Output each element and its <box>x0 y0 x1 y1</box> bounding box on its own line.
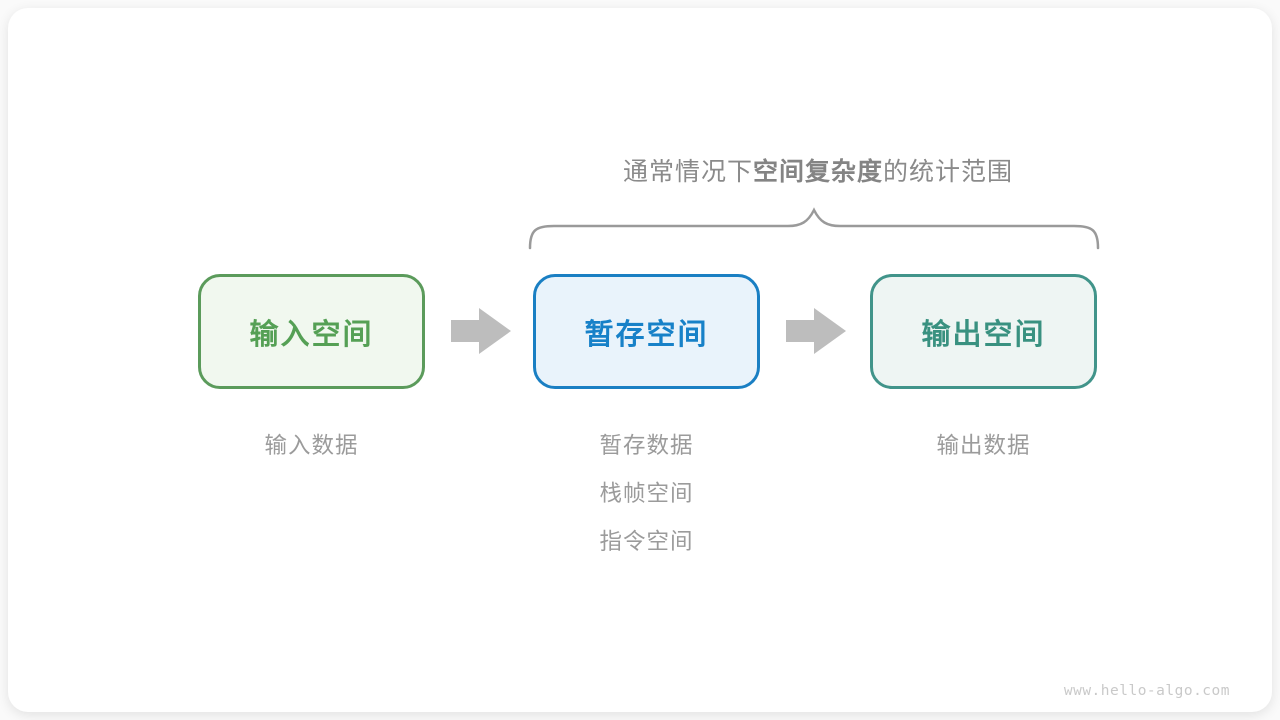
diagram-title: 通常情况下空间复杂度的统计范围 <box>428 152 1208 188</box>
top-brace-icon <box>528 206 1100 250</box>
title-bold-term: 空间复杂度 <box>752 158 883 186</box>
box-output-space: 输出空间 <box>870 274 1097 389</box>
note-stack-frame-space: 栈帧空间 <box>599 481 694 506</box>
arrow-right-icon <box>786 308 846 354</box>
notes-input-space: 输入数据 <box>198 432 425 480</box>
notes-output-space: 输出数据 <box>870 432 1097 480</box>
watermark: www.hello-algo.com <box>1063 683 1230 699</box>
notes-temporary-space: 暂存数据 栈帧空间 指令空间 <box>533 432 760 576</box>
box-temporary-space: 暂存空间 <box>533 274 760 389</box>
diagram-canvas: 通常情况下空间复杂度的统计范围 输入空间 暂存空间 输出空间 输入数据 暂存数据… <box>8 8 1272 712</box>
box-temporary-space-label: 暂存空间 <box>584 318 709 351</box>
arrow-right-icon <box>451 308 511 354</box>
title-suffix: 的统计范围 <box>883 158 1014 186</box>
note-input-data: 输入数据 <box>264 433 359 458</box>
box-input-space-label: 输入空间 <box>249 318 374 351</box>
title-prefix: 通常情况下 <box>622 158 753 186</box>
box-input-space: 输入空间 <box>198 274 425 389</box>
note-output-data: 输出数据 <box>936 433 1031 458</box>
box-output-space-label: 输出空间 <box>921 318 1046 351</box>
note-temp-data: 暂存数据 <box>599 433 694 458</box>
note-instruction-space: 指令空间 <box>599 529 694 554</box>
